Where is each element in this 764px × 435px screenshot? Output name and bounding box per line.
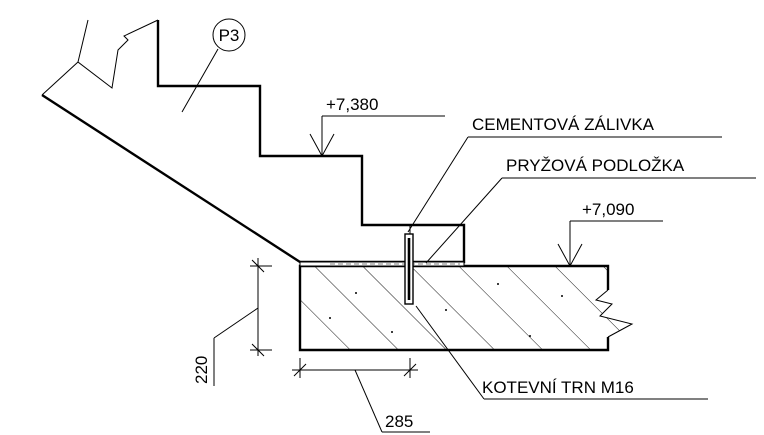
callout-grout-leader: [407, 136, 469, 233]
level-top-text: +7,380: [326, 95, 378, 114]
callout-anchor-leader: [415, 305, 485, 400]
dimension-width: 285: [292, 358, 430, 433]
dim-height-tick-bottom: [251, 343, 265, 357]
callout-rubber-pad: PRYŽOVÁ PODLOŽKA: [425, 156, 756, 264]
stair-steps-outline: [156, 20, 466, 264]
level-slab-arrow: [557, 243, 583, 268]
callout-anchor-text: KOTEVNÍ TRN M16: [482, 378, 634, 397]
slab-break-line: [594, 289, 634, 338]
dimension-height: 220: [192, 258, 272, 386]
anchor-dowel: [404, 233, 414, 305]
stair-break-line-lower: [41, 61, 79, 96]
p3-leader-line: [181, 48, 219, 113]
landing-slab: [298, 264, 634, 352]
p3-tag-text: P3: [219, 26, 240, 45]
dim-width-tick-right: [403, 363, 417, 377]
p3-tag-circle: [212, 18, 246, 52]
dim-width-text: 285: [385, 412, 413, 431]
slab-hatch: [300, 266, 632, 350]
callout-pad-text: PRYŽOVÁ PODLOŽKA: [506, 156, 685, 175]
callout-grout-text: CEMENTOVÁ ZÁLIVKA: [472, 115, 655, 134]
level-slab-text: +7,090: [582, 200, 634, 219]
dim-width-leader: [354, 369, 383, 433]
stair-flight: [41, 19, 466, 264]
stair-break-line: [77, 19, 159, 89]
level-mark-slab: +7,090: [557, 200, 663, 268]
level-top-arrow: [309, 133, 335, 158]
dim-height-leader: [213, 307, 259, 339]
dim-width-tick-left: [293, 363, 307, 377]
dim-height-tick-top: [251, 259, 265, 273]
bearing-joint: [299, 261, 465, 267]
dim-height-text: 220: [192, 356, 211, 384]
callout-grout: CEMENTOVÁ ZÁLIVKA: [407, 115, 722, 233]
callout-anchor: KOTEVNÍ TRN M16: [415, 305, 708, 400]
stair-soffit-line: [41, 93, 301, 264]
p3-tag: P3: [181, 18, 246, 113]
level-mark-top: +7,380: [309, 95, 445, 158]
callout-pad-leader: [425, 177, 503, 264]
slab-aggregate-dots: [329, 283, 563, 337]
slab-outline: [298, 264, 610, 352]
